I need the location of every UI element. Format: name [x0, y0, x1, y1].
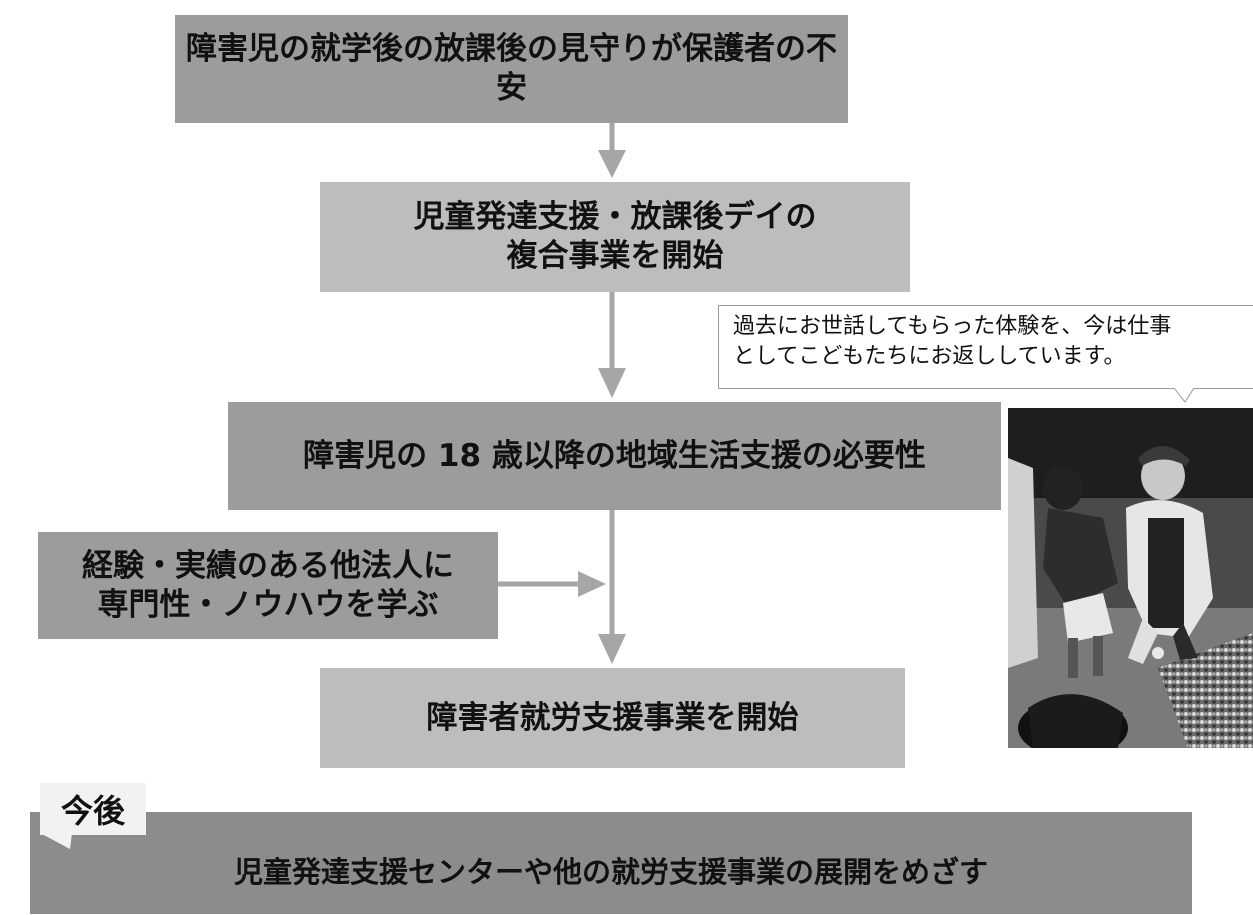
flow-step-3: 障害児の 18 歳以降の地域生活支援の必要性: [228, 402, 1001, 510]
children-activity-photo: [1008, 408, 1253, 748]
flow-step-4-text: 障害者就労支援事業を開始: [426, 699, 799, 736]
side-input-line-2: 専門性・ノウハウを学ぶ: [97, 586, 439, 623]
side-input-box: 経験・実績のある他法人に 専門性・ノウハウを学ぶ: [38, 532, 498, 639]
speech-bubble: 過去にお世話してもらった体験を、今は仕事 としてこどもたちにお返ししています。: [718, 305, 1253, 389]
future-box: 児童発達支援センターや他の就労支援事業の展開をめざす: [30, 812, 1192, 914]
side-arrow-head: [578, 571, 606, 597]
speech-line-1: 過去にお世話してもらった体験を、今は仕事: [733, 314, 1172, 339]
future-text: 児童発達支援センターや他の就労支援事業の展開をめざす: [233, 854, 988, 889]
flow-step-3-text: 障害児の 18 歳以降の地域生活支援の必要性: [303, 437, 926, 474]
future-tag-pointer: [40, 833, 72, 849]
flow-step-1-text: 障害児の就学後の放課後の見守りが保護者の不安: [186, 31, 837, 106]
arrow-head-2: [598, 368, 626, 398]
photo-image: [1008, 408, 1253, 748]
flow-step-2: 児童発達支援・放課後デイの 複合事業を開始: [320, 182, 910, 292]
speech-bubble-tail: [1174, 388, 1195, 403]
speech-line-2: としてこどもたちにお返ししています。: [733, 344, 1126, 369]
future-tag: 今後: [40, 783, 146, 835]
arrow-head-3: [598, 634, 626, 664]
arrow-head-1: [598, 150, 626, 178]
flow-step-4: 障害者就労支援事業を開始: [320, 668, 905, 768]
future-tag-text: 今後: [60, 792, 125, 830]
side-input-line-1: 経験・実績のある他法人に: [82, 547, 454, 584]
flow-step-2-line-1: 児童発達支援・放課後デイの: [413, 199, 817, 236]
flow-step-2-line-2: 複合事業を開始: [506, 238, 724, 274]
flow-step-1: 障害児の就学後の放課後の見守りが保護者の不安: [175, 15, 848, 123]
